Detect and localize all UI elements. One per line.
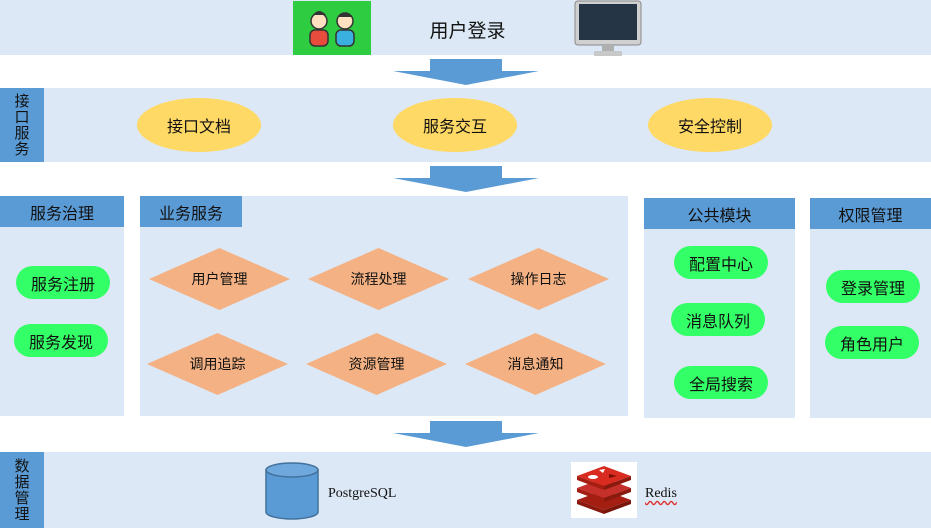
permission-header: 权限管理 — [810, 198, 931, 229]
config-center: 配置中心 — [674, 246, 768, 279]
database-icon — [264, 462, 320, 520]
role-user: 角色用户 — [825, 326, 919, 359]
service-discovery: 服务发现 — [14, 324, 108, 357]
public-header: 公共模块 — [644, 198, 795, 229]
diamond-resource: 资源管理 — [305, 332, 448, 396]
monitor-icon — [574, 0, 642, 57]
governance-header: 服务治理 — [0, 196, 124, 227]
data-band — [0, 452, 931, 528]
postgresql-label: PostgreSQL — [328, 486, 397, 501]
redis-icon — [571, 462, 637, 518]
interface-doc: 接口文档 — [137, 98, 261, 152]
diamond-user-mgmt: 用户管理 — [148, 247, 291, 311]
redis-label: Redis — [645, 486, 677, 501]
flow-arrow — [393, 59, 539, 85]
diamond-oplog: 操作日志 — [467, 247, 610, 311]
diamond-notify: 消息通知 — [464, 332, 607, 396]
service-register: 服务注册 — [16, 266, 110, 299]
permission-panel — [810, 198, 931, 418]
governance-panel — [0, 196, 124, 416]
business-header: 业务服务 — [140, 196, 242, 227]
login-band — [0, 0, 931, 55]
login-title: 用户登录 — [429, 20, 506, 42]
service-interaction: 服务交互 — [393, 98, 517, 152]
flow-arrow — [393, 421, 539, 447]
security-control: 安全控制 — [648, 98, 772, 152]
global-search: 全局搜索 — [674, 366, 768, 399]
users-icon — [293, 1, 371, 55]
interface-label: 接 口 服 务 — [0, 88, 44, 162]
login-mgmt: 登录管理 — [826, 270, 920, 303]
flow-arrow — [393, 166, 539, 192]
diamond-trace: 调用追踪 — [146, 332, 289, 396]
data-label: 数 据 管 理 — [0, 452, 44, 528]
diamond-process: 流程处理 — [307, 247, 450, 311]
message-queue: 消息队列 — [671, 303, 765, 336]
